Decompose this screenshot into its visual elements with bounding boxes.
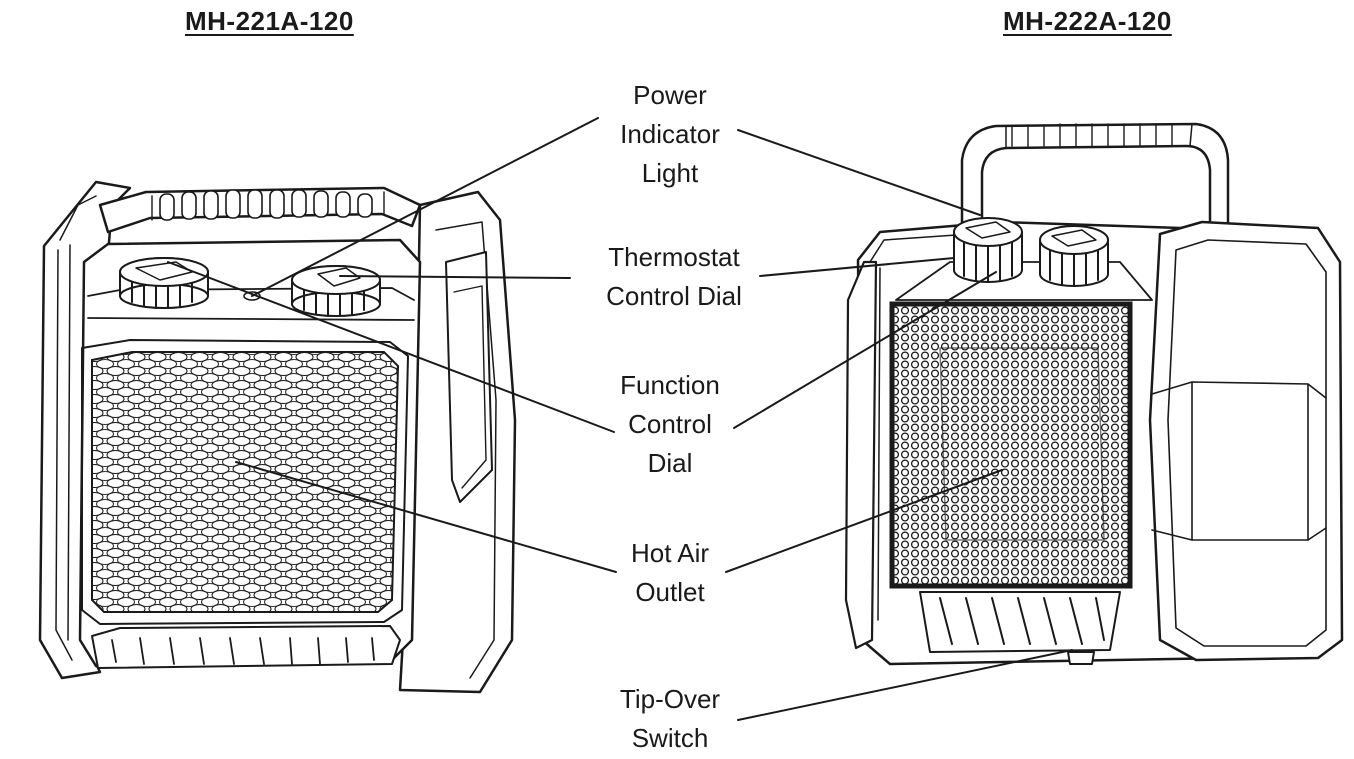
leader-tipover-right bbox=[737, 649, 1073, 721]
thermostat-knob-left bbox=[119, 257, 209, 309]
bottom-vent-left bbox=[91, 625, 401, 669]
callout-hot-air-outlet: Hot Air Outlet bbox=[630, 538, 710, 607]
thermostat-knob-right bbox=[953, 217, 1023, 283]
function-knob-right bbox=[1039, 225, 1109, 287]
leader-function-right bbox=[733, 271, 997, 429]
carry-handle-right bbox=[960, 122, 1230, 230]
bottom-vent-slats-left bbox=[111, 637, 375, 665]
model-title-mh-221a-120: MH-221A-120 bbox=[185, 6, 354, 36]
handle-right-ends bbox=[1005, 123, 1193, 149]
top-panel bbox=[87, 287, 415, 321]
leader-thermostat-right bbox=[759, 257, 955, 277]
bottom-vent-slats-right bbox=[939, 597, 1105, 645]
side-bumper-right bbox=[1148, 220, 1344, 662]
bottom-vent-right bbox=[919, 591, 1121, 653]
leader-lines bbox=[167, 117, 1073, 721]
tip-over-switch-right bbox=[1067, 651, 1095, 665]
top-deck-right bbox=[895, 261, 1153, 301]
leader-thermostat-left bbox=[339, 275, 571, 279]
callout-power-indicator-light: Power Indicator Light bbox=[620, 80, 720, 188]
handle-grip bbox=[159, 189, 373, 221]
callout-tip-over-switch: Tip-Over Switch bbox=[619, 684, 721, 753]
side-bumper-band-edges bbox=[1191, 381, 1309, 541]
leader-power-left bbox=[251, 117, 599, 297]
grill-frame bbox=[81, 339, 409, 625]
left-bracket-detail bbox=[55, 195, 97, 661]
leader-function-left bbox=[167, 261, 615, 433]
right-bracket-detail bbox=[435, 221, 497, 679]
leader-power-right bbox=[737, 129, 981, 216]
handle-ends bbox=[151, 191, 385, 221]
leader-outlet-left bbox=[235, 461, 617, 573]
leader-outlet-right bbox=[725, 469, 1003, 573]
heater-left bbox=[38, 180, 517, 694]
model-title-mh-222a-120: MH-222A-120 bbox=[1003, 6, 1172, 36]
hot-air-outlet-grill-right bbox=[890, 302, 1132, 588]
function-knob-left bbox=[291, 265, 381, 317]
side-bumper-bands bbox=[1151, 381, 1327, 541]
callout-thermostat-control-dial: Thermostat Control Dial bbox=[606, 242, 742, 311]
side-bumper-right-inner bbox=[1167, 239, 1327, 647]
callout-function-control-dial: Function Control Dial bbox=[620, 370, 720, 478]
grill-inner-element bbox=[939, 347, 1105, 541]
side-window-inner bbox=[453, 285, 487, 489]
handle-right-grip bbox=[1011, 123, 1173, 147]
left-bumper-right-heater bbox=[844, 260, 878, 650]
heater-right bbox=[844, 122, 1344, 666]
